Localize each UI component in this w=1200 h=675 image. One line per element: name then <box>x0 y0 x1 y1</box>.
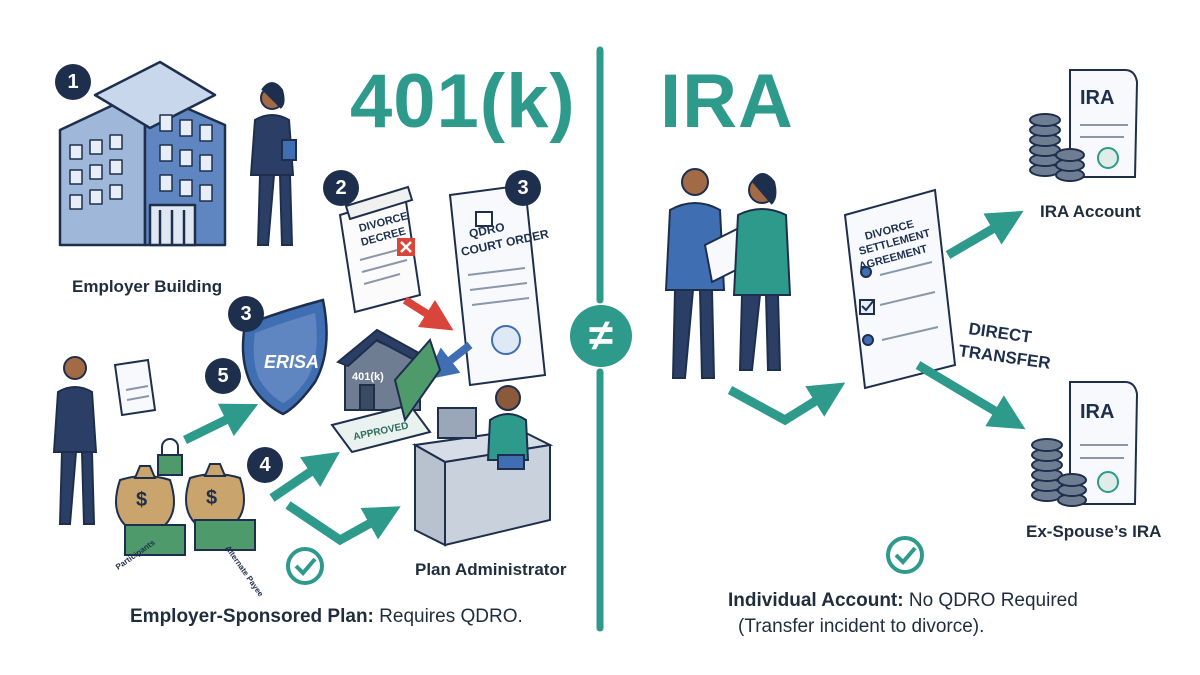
not-equal-icon: ≠ <box>570 305 632 367</box>
step-badge-2: 2 <box>323 170 359 206</box>
left-caption-bold: Employer-Sponsored Plan: <box>130 606 374 627</box>
teal-arrow-icon <box>730 390 830 420</box>
erisa-label: ERISA <box>264 352 319 372</box>
right-caption: Individual Account: No QDRO Required <box>728 590 1078 612</box>
couple-icon <box>666 169 790 378</box>
plan-administrator-label: Plan Administrator <box>415 560 566 580</box>
check-circle-icon-left <box>288 549 322 583</box>
ex-spouse-ira-label: Ex-Spouse’s IRA <box>1026 522 1161 542</box>
step-badge-1: 1 <box>55 64 91 100</box>
left-caption-rest: Requires QDRO. <box>374 606 523 627</box>
red-arrow-icon <box>405 300 440 322</box>
blue-arrow-icon <box>438 345 470 370</box>
ira-doc-bottom-label: IRA <box>1080 401 1114 423</box>
check-circle-icon-right <box>888 538 922 572</box>
employer-building-label: Employer Building <box>72 277 222 297</box>
plan-house-label: 401(k) <box>352 371 384 383</box>
ira-account-label: IRA Account <box>1040 202 1141 222</box>
step-badge-5: 5 <box>205 358 241 394</box>
teal-arrow-icon <box>918 365 1010 420</box>
qdro-court-order-document-icon <box>450 185 545 385</box>
teal-arrow-icon <box>288 505 385 540</box>
tag-alternate-payee: Alternate Payee <box>223 544 265 599</box>
step-badge-4: 4 <box>247 447 283 483</box>
right-caption-bold: Individual Account: <box>728 590 904 611</box>
left-caption: Employer-Sponsored Plan: Requires QDRO. <box>130 606 523 628</box>
step-badge-3-court-order: 3 <box>505 170 541 206</box>
plan-administrator-icon <box>415 386 550 545</box>
dollar-sign-right: $ <box>206 487 217 509</box>
right-caption-rest: No QDRO Required <box>904 590 1078 611</box>
settlement-agreement-document-icon <box>845 190 955 388</box>
businesswoman-icon <box>251 83 296 245</box>
teal-arrow-icon <box>948 220 1008 255</box>
ira-doc-top-label: IRA <box>1080 87 1114 109</box>
right-caption-line2: (Transfer incident to divorce). <box>738 616 984 638</box>
step-badge-3-erisa: 3 <box>228 296 264 332</box>
direct-transfer-line2: TRANSFER <box>957 341 1051 373</box>
dollar-sign-left: $ <box>136 489 147 511</box>
divorce-decree-document-icon <box>340 187 420 312</box>
teal-arrow-icon <box>185 412 242 440</box>
